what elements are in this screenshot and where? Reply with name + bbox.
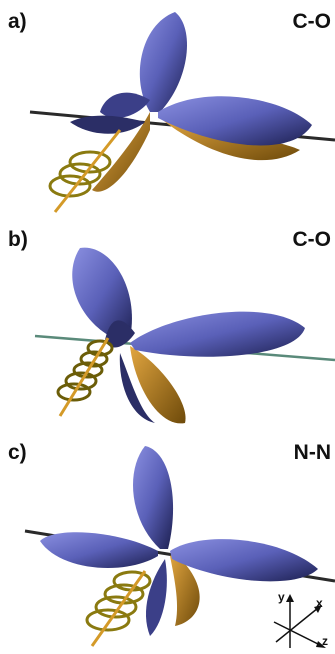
blue-lobe [130, 312, 305, 357]
orbital-render-a [0, 0, 335, 218]
panel-b: b) C-O [0, 218, 335, 431]
spring-icon [58, 341, 112, 400]
axis-x-label: x [316, 596, 323, 610]
orbital-render-b [0, 218, 335, 431]
blue-lobe [100, 93, 150, 118]
spring-icon [87, 572, 150, 630]
axes-triad: y x z [268, 590, 334, 652]
blue-lobe [70, 116, 145, 134]
blue-lobe [40, 532, 158, 568]
blue-lobe [146, 559, 167, 636]
axis-y-label: y [278, 590, 285, 604]
blue-lobe [133, 446, 173, 549]
blue-lobe [158, 96, 312, 145]
panel-a: a) C-O [0, 0, 335, 218]
axis-z-label: z [322, 634, 328, 648]
blue-lobe [140, 12, 187, 112]
